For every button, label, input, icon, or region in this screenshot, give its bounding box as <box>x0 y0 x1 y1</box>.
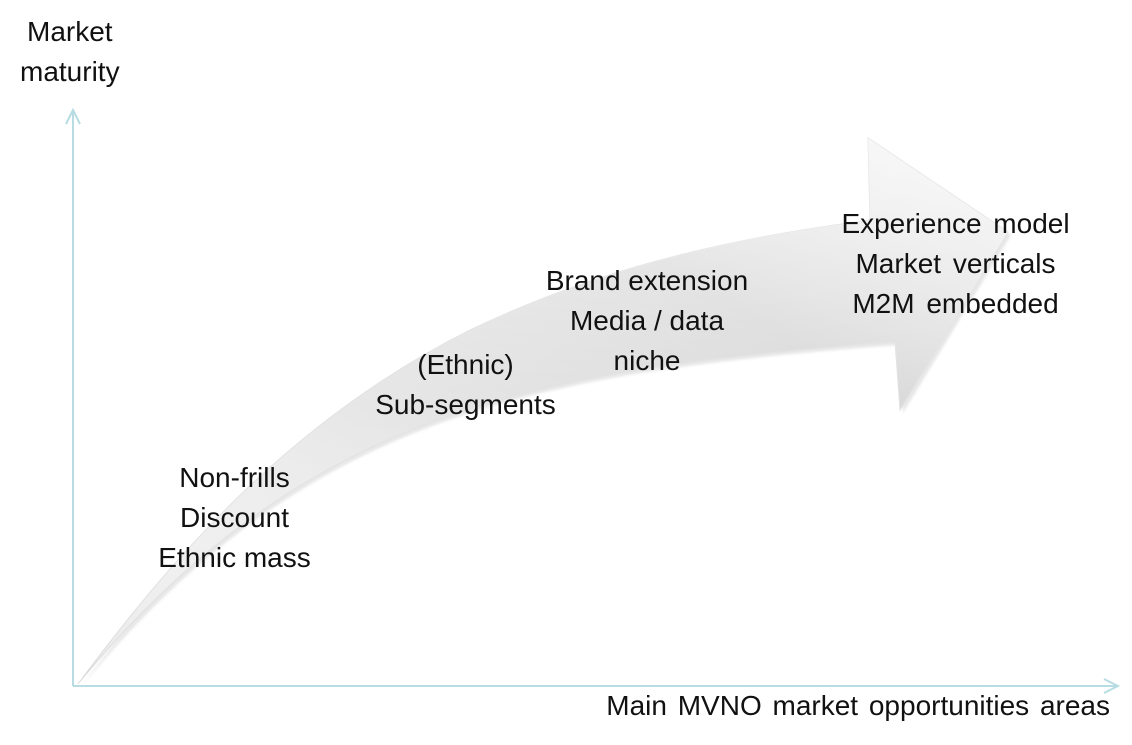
x-axis-title: Main MVNO market opportunities areas <box>606 690 1110 721</box>
stage-label-line: Media / data <box>569 305 725 336</box>
y-axis <box>65 107 81 686</box>
stage-label-brand-extension: Brand extension Media / data niche <box>512 261 782 381</box>
stage-label-line: Ethnic mass <box>158 542 311 573</box>
y-axis-title-line: maturity <box>20 56 120 87</box>
stage-label-line: M2M embedded <box>852 288 1059 319</box>
stage-label-sub-segments: (Ethnic) Sub-segments <box>348 345 583 425</box>
stage-label-line: Brand extension <box>545 265 749 296</box>
stage-label-experience-model: Experience model Market verticals M2M em… <box>808 204 1103 324</box>
stage-label-line: Sub-segments <box>375 389 556 420</box>
stage-label-line: niche <box>613 345 681 376</box>
stage-label-line: (Ethnic) <box>417 349 514 380</box>
stage-label-line: Experience model <box>841 208 1070 239</box>
stage-label-nonfrills: Non-frills Discount Ethnic mass <box>122 458 347 578</box>
stage-label-line: Market verticals <box>855 248 1056 279</box>
x-axis <box>73 678 1121 694</box>
growth-arrow <box>77 137 1011 687</box>
stage-label-line: Discount <box>180 502 289 533</box>
y-axis-title: Market maturity <box>20 12 120 92</box>
y-axis-title-line: Market <box>27 16 113 47</box>
stage-label-line: Non-frills <box>179 462 290 493</box>
